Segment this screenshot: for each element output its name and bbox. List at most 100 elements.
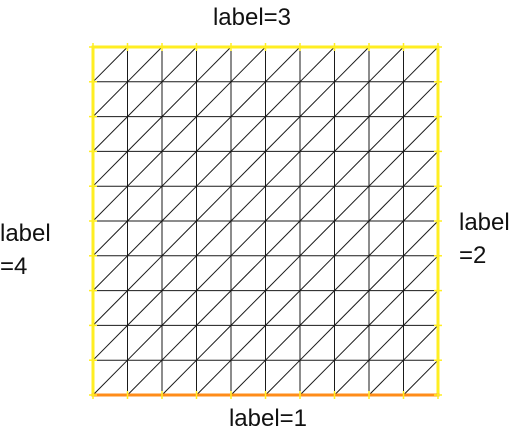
mesh-diagonal-edge (92, 81, 128, 117)
mesh-diagonal-edge (299, 220, 335, 257)
mesh-diagonal-edge (334, 116, 370, 152)
mesh-diagonal-edge (127, 81, 163, 117)
mesh-diagonal-edge (334, 151, 370, 187)
mesh-diagonal-edge (196, 151, 232, 187)
mesh-diagonal-edge (403, 116, 439, 152)
mesh-diagonal-edge (334, 185, 370, 222)
mesh-diagonal-edge (230, 81, 266, 117)
mesh-diagonal-edge (196, 116, 232, 152)
mesh-diagonal-edge (403, 185, 439, 222)
mesh-diagonal-edge (265, 290, 301, 326)
mesh-diagonal-edge (368, 325, 404, 361)
mesh-diagonal-edge (265, 46, 301, 83)
mesh-diagonal-edge (299, 46, 335, 83)
mesh-interior-edges (92, 46, 439, 396)
mesh-diagonal-edge (127, 255, 163, 291)
bottom-boundary-label: label=1 (229, 405, 307, 432)
mesh-diagonal-edge (368, 81, 404, 117)
mesh-diagonal-edge (368, 220, 404, 257)
mesh-diagonal-edge (230, 151, 266, 187)
mesh-diagonal-edge (368, 151, 404, 187)
mesh-diagonal-edge (299, 290, 335, 326)
mesh-diagonal-edge (127, 220, 163, 257)
mesh-diagonal-edge (368, 290, 404, 326)
mesh-diagonal-edge (127, 185, 163, 222)
top-boundary-label: label=3 (213, 4, 291, 31)
mesh-diagonal-edge (196, 255, 232, 291)
mesh-diagonal-edge (196, 325, 232, 361)
mesh-diagonal-edge (403, 325, 439, 361)
mesh-diagonal-edge (196, 359, 232, 396)
mesh-diagonal-edge (196, 46, 232, 83)
mesh-diagonal-edge (127, 151, 163, 187)
mesh-diagonal-edge (403, 359, 439, 396)
mesh-diagonal-edge (92, 220, 128, 257)
left-boundary-label-line1: label (0, 220, 51, 247)
mesh-diagonal-edge (334, 290, 370, 326)
mesh-diagonal-edge (403, 290, 439, 326)
mesh-diagonal-edge (161, 290, 197, 326)
mesh-diagonal-edge (368, 116, 404, 152)
mesh-diagonal-edge (299, 325, 335, 361)
mesh-diagonal-edge (299, 81, 335, 117)
mesh-diagonal-edge (161, 325, 197, 361)
mesh-diagonal-edge (368, 359, 404, 396)
mesh-diagonal-edge (230, 46, 266, 83)
mesh-diagonal-edge (230, 255, 266, 291)
mesh-diagonal-edge (127, 116, 163, 152)
mesh-diagonal-edge (161, 255, 197, 291)
mesh-diagonal-edge (230, 290, 266, 326)
mesh-diagonal-edge (127, 359, 163, 396)
mesh-diagonal-edge (265, 220, 301, 257)
mesh-diagonal-edge (230, 220, 266, 257)
mesh-diagonal-edge (161, 220, 197, 257)
right-boundary-label-line2: =2 (459, 242, 486, 269)
mesh-diagonal-edge (230, 325, 266, 361)
mesh-diagonal-edge (196, 81, 232, 117)
mesh-diagonal-edge (161, 116, 197, 152)
mesh-diagonal-edge (334, 255, 370, 291)
mesh-diagonal-edge (299, 116, 335, 152)
mesh-diagonal-edge (230, 116, 266, 152)
mesh-diagonal-edge (334, 325, 370, 361)
mesh-diagonal-edge (334, 220, 370, 257)
mesh-diagonal-edge (299, 151, 335, 187)
mesh-diagonal-edge (92, 359, 128, 396)
mesh-diagonal-edge (92, 290, 128, 326)
mesh-diagonal-edge (265, 325, 301, 361)
mesh-diagonal-edge (368, 185, 404, 222)
mesh-diagonal-edge (265, 116, 301, 152)
mesh-diagonal-edge (299, 255, 335, 291)
mesh-diagonal-edge (196, 290, 232, 326)
mesh-diagonal-edge (161, 359, 197, 396)
mesh-diagonal-edge (196, 220, 232, 257)
mesh-diagonal-edge (265, 151, 301, 187)
mesh-diagonal-edge (299, 185, 335, 222)
mesh-diagonal-edge (230, 185, 266, 222)
mesh-diagonal-edge (403, 81, 439, 117)
mesh-diagonal-edge (334, 359, 370, 396)
mesh-diagonal-edge (403, 151, 439, 187)
mesh-diagonal-edge (92, 46, 128, 83)
mesh-diagonal-edge (334, 46, 370, 83)
mesh-diagonal-edge (299, 359, 335, 396)
mesh-diagonal-edge (196, 185, 232, 222)
mesh-diagonal-edge (403, 220, 439, 257)
mesh-diagonal-edge (403, 46, 439, 83)
mesh-diagonal-edge (161, 81, 197, 117)
mesh-diagonal-edge (161, 185, 197, 222)
mesh-diagonal-edge (265, 255, 301, 291)
mesh-diagonal-edge (92, 325, 128, 361)
left-boundary-label-line2: =4 (0, 253, 27, 280)
mesh-diagonal-edge (92, 255, 128, 291)
mesh-diagonal-edge (161, 151, 197, 187)
mesh-diagonal-edge (403, 255, 439, 291)
mesh-diagonal-edge (265, 185, 301, 222)
mesh-diagonal-edge (92, 116, 128, 152)
mesh-diagonal-edge (368, 46, 404, 83)
mesh-diagonal-edge (161, 46, 197, 83)
mesh-diagonal-edge (334, 81, 370, 117)
right-boundary-label-line1: label (459, 209, 510, 236)
mesh-diagonal-edge (265, 359, 301, 396)
